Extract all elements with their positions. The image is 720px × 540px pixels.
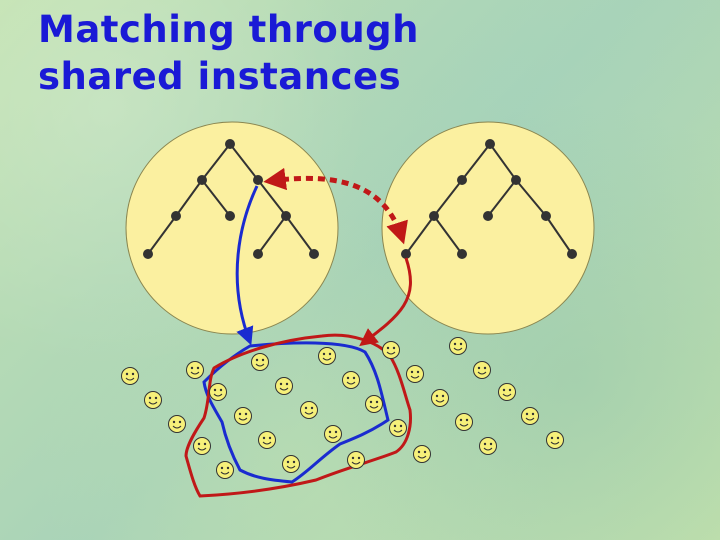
node-dot-icon xyxy=(485,139,495,149)
ontology-right-circle xyxy=(381,121,595,335)
node-dot-icon xyxy=(143,249,153,259)
smiley-face-icon xyxy=(342,371,360,389)
node-dot-icon xyxy=(457,249,467,259)
smiley-face-icon xyxy=(431,389,449,407)
node-dot-icon xyxy=(483,211,493,221)
smiley-face-icon xyxy=(473,361,491,379)
smiley-face-icon xyxy=(234,407,252,425)
tree-right-edges xyxy=(405,143,573,255)
node-dot-icon xyxy=(225,211,235,221)
node-dot-icon xyxy=(401,249,411,259)
node-dot-icon xyxy=(281,211,291,221)
red-instance-region xyxy=(184,333,412,498)
smiley-face-icon xyxy=(324,425,342,443)
node-dot-icon xyxy=(253,249,263,259)
node-dot-icon xyxy=(429,211,439,221)
node-dot-icon xyxy=(225,139,235,149)
smiley-face-icon xyxy=(318,347,336,365)
smiley-face-icon xyxy=(251,353,269,371)
slide-title: Matching through shared instances xyxy=(38,6,419,100)
ontology-right xyxy=(381,121,595,335)
smiley-face-icon xyxy=(449,337,467,355)
red-mapping-link xyxy=(359,257,412,347)
smiley-face-icon xyxy=(186,361,204,379)
title-line-1: Matching through xyxy=(38,8,419,51)
blue-mapping-link xyxy=(235,185,259,346)
smiley-face-icon xyxy=(282,455,300,473)
node-dot-icon xyxy=(567,249,577,259)
smiley-face-icon xyxy=(193,437,211,455)
smiley-face-icon xyxy=(389,419,407,437)
smiley-face-icon xyxy=(347,451,365,469)
smiley-face-icon xyxy=(216,461,234,479)
smiley-face-icon xyxy=(521,407,539,425)
smiley-face-icon xyxy=(209,383,227,401)
node-dot-icon xyxy=(541,211,551,221)
node-dot-icon xyxy=(253,175,263,185)
smiley-face-icon xyxy=(258,431,276,449)
node-dot-icon xyxy=(511,175,521,185)
node-dot-icon xyxy=(457,175,467,185)
smiley-face-icon xyxy=(121,367,139,385)
smiley-face-icon xyxy=(144,391,162,409)
dotted-double-arrow-icon xyxy=(263,167,408,245)
smiley-face-icon xyxy=(479,437,497,455)
smiley-face-icon xyxy=(413,445,431,463)
tree-right-nodes xyxy=(401,139,577,259)
smiley-face-icon xyxy=(300,401,318,419)
smiley-face-icon xyxy=(382,341,400,359)
smiley-face-icon xyxy=(498,383,516,401)
smiley-face-icon xyxy=(275,377,293,395)
instance-pool xyxy=(121,337,564,479)
smiley-face-icon xyxy=(365,395,383,413)
smiley-face-icon xyxy=(546,431,564,449)
ontology-left-circle xyxy=(125,121,339,335)
smiley-face-icon xyxy=(168,415,186,433)
ontology-left xyxy=(125,121,339,335)
node-dot-icon xyxy=(197,175,207,185)
node-dot-icon xyxy=(309,249,319,259)
smiley-face-icon xyxy=(406,365,424,383)
node-dot-icon xyxy=(171,211,181,221)
title-line-2: shared instances xyxy=(38,55,402,98)
smiley-face-icon xyxy=(455,413,473,431)
